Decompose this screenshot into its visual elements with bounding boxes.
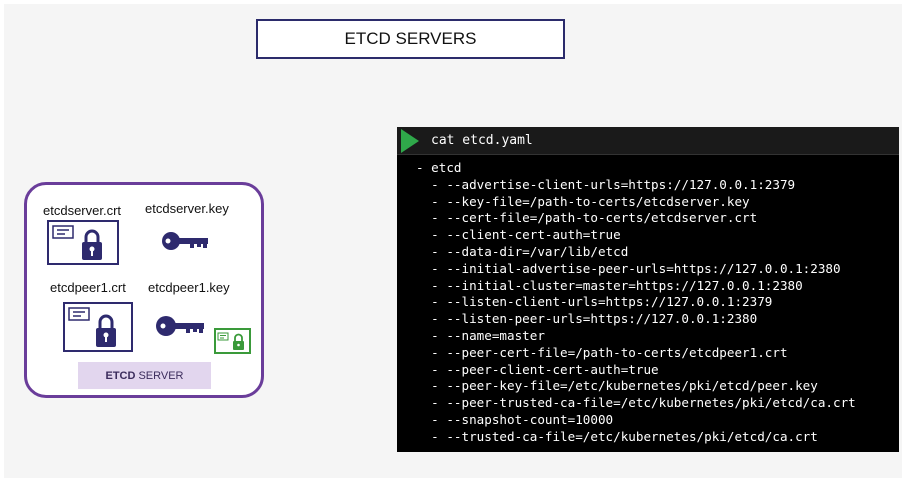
terminal-command: cat etcd.yaml — [431, 133, 533, 148]
ca-certificate-icon — [214, 328, 251, 354]
terminal-line: - --key-file=/path-to-certs/etcdserver.k… — [416, 193, 750, 209]
terminal-line: - --snapshot-count=10000 — [416, 411, 614, 427]
terminal-line: - --data-dir=/var/lib/etcd — [416, 243, 629, 259]
terminal-line: - --initial-advertise-peer-urls=https://… — [416, 260, 841, 276]
peer-key-icon — [156, 316, 204, 336]
terminal-line: - --peer-client-cert-auth=true — [416, 361, 659, 377]
etcd-server-label-rest: SERVER — [138, 369, 184, 382]
etcd-server-label: ETCD SERVER — [78, 362, 211, 389]
peer-certificate-icon — [63, 302, 133, 352]
certificate-lock-icon — [217, 332, 244, 350]
terminal-line: - --advertise-client-urls=https://127.0.… — [416, 176, 796, 192]
certificate-lock-icon — [52, 225, 102, 260]
terminal-line: - --cert-file=/path-to-certs/etcdserver.… — [416, 210, 758, 226]
play-icon — [401, 129, 419, 153]
page-title: ETCD SERVERS — [256, 19, 565, 59]
certificate-lock-icon — [68, 307, 116, 347]
page-title-text: ETCD SERVERS — [344, 29, 477, 48]
terminal-line: - --listen-peer-urls=https://127.0.0.1:2… — [416, 311, 758, 327]
server-key-label: etcdserver.key — [145, 201, 229, 216]
terminal-line: - --client-cert-auth=true — [416, 227, 621, 243]
terminal-header: cat etcd.yaml — [397, 127, 899, 155]
terminal-line: - --peer-trusted-ca-file=/etc/kubernetes… — [416, 395, 856, 411]
server-crt-label: etcdserver.crt — [43, 203, 122, 218]
terminal-line: - --name=master — [416, 327, 545, 343]
terminal-line: - --initial-cluster=master=https://127.0… — [416, 277, 803, 293]
terminal-line: - --listen-client-urls=https://127.0.0.1… — [416, 294, 773, 310]
server-key-icon — [162, 232, 208, 250]
peer-crt-label: etcdpeer1.crt — [50, 280, 126, 295]
etcd-server-label-bold: ETCD — [105, 369, 136, 382]
terminal-output: - etcd - --advertise-client-urls=https:/… — [416, 160, 856, 446]
terminal-line: - --peer-cert-file=/path-to-certs/etcdpe… — [416, 344, 788, 360]
peer-key-label: etcdpeer1.key — [148, 280, 230, 295]
terminal-line: - --peer-key-file=/etc/kubernetes/pki/et… — [416, 378, 818, 394]
terminal-window: cat etcd.yaml - etcd - --advertise-clien… — [397, 127, 899, 452]
terminal-line: - --trusted-ca-file=/etc/kubernetes/pki/… — [416, 428, 818, 444]
server-certificate-icon — [47, 220, 119, 265]
terminal-line: - etcd — [416, 160, 462, 175]
